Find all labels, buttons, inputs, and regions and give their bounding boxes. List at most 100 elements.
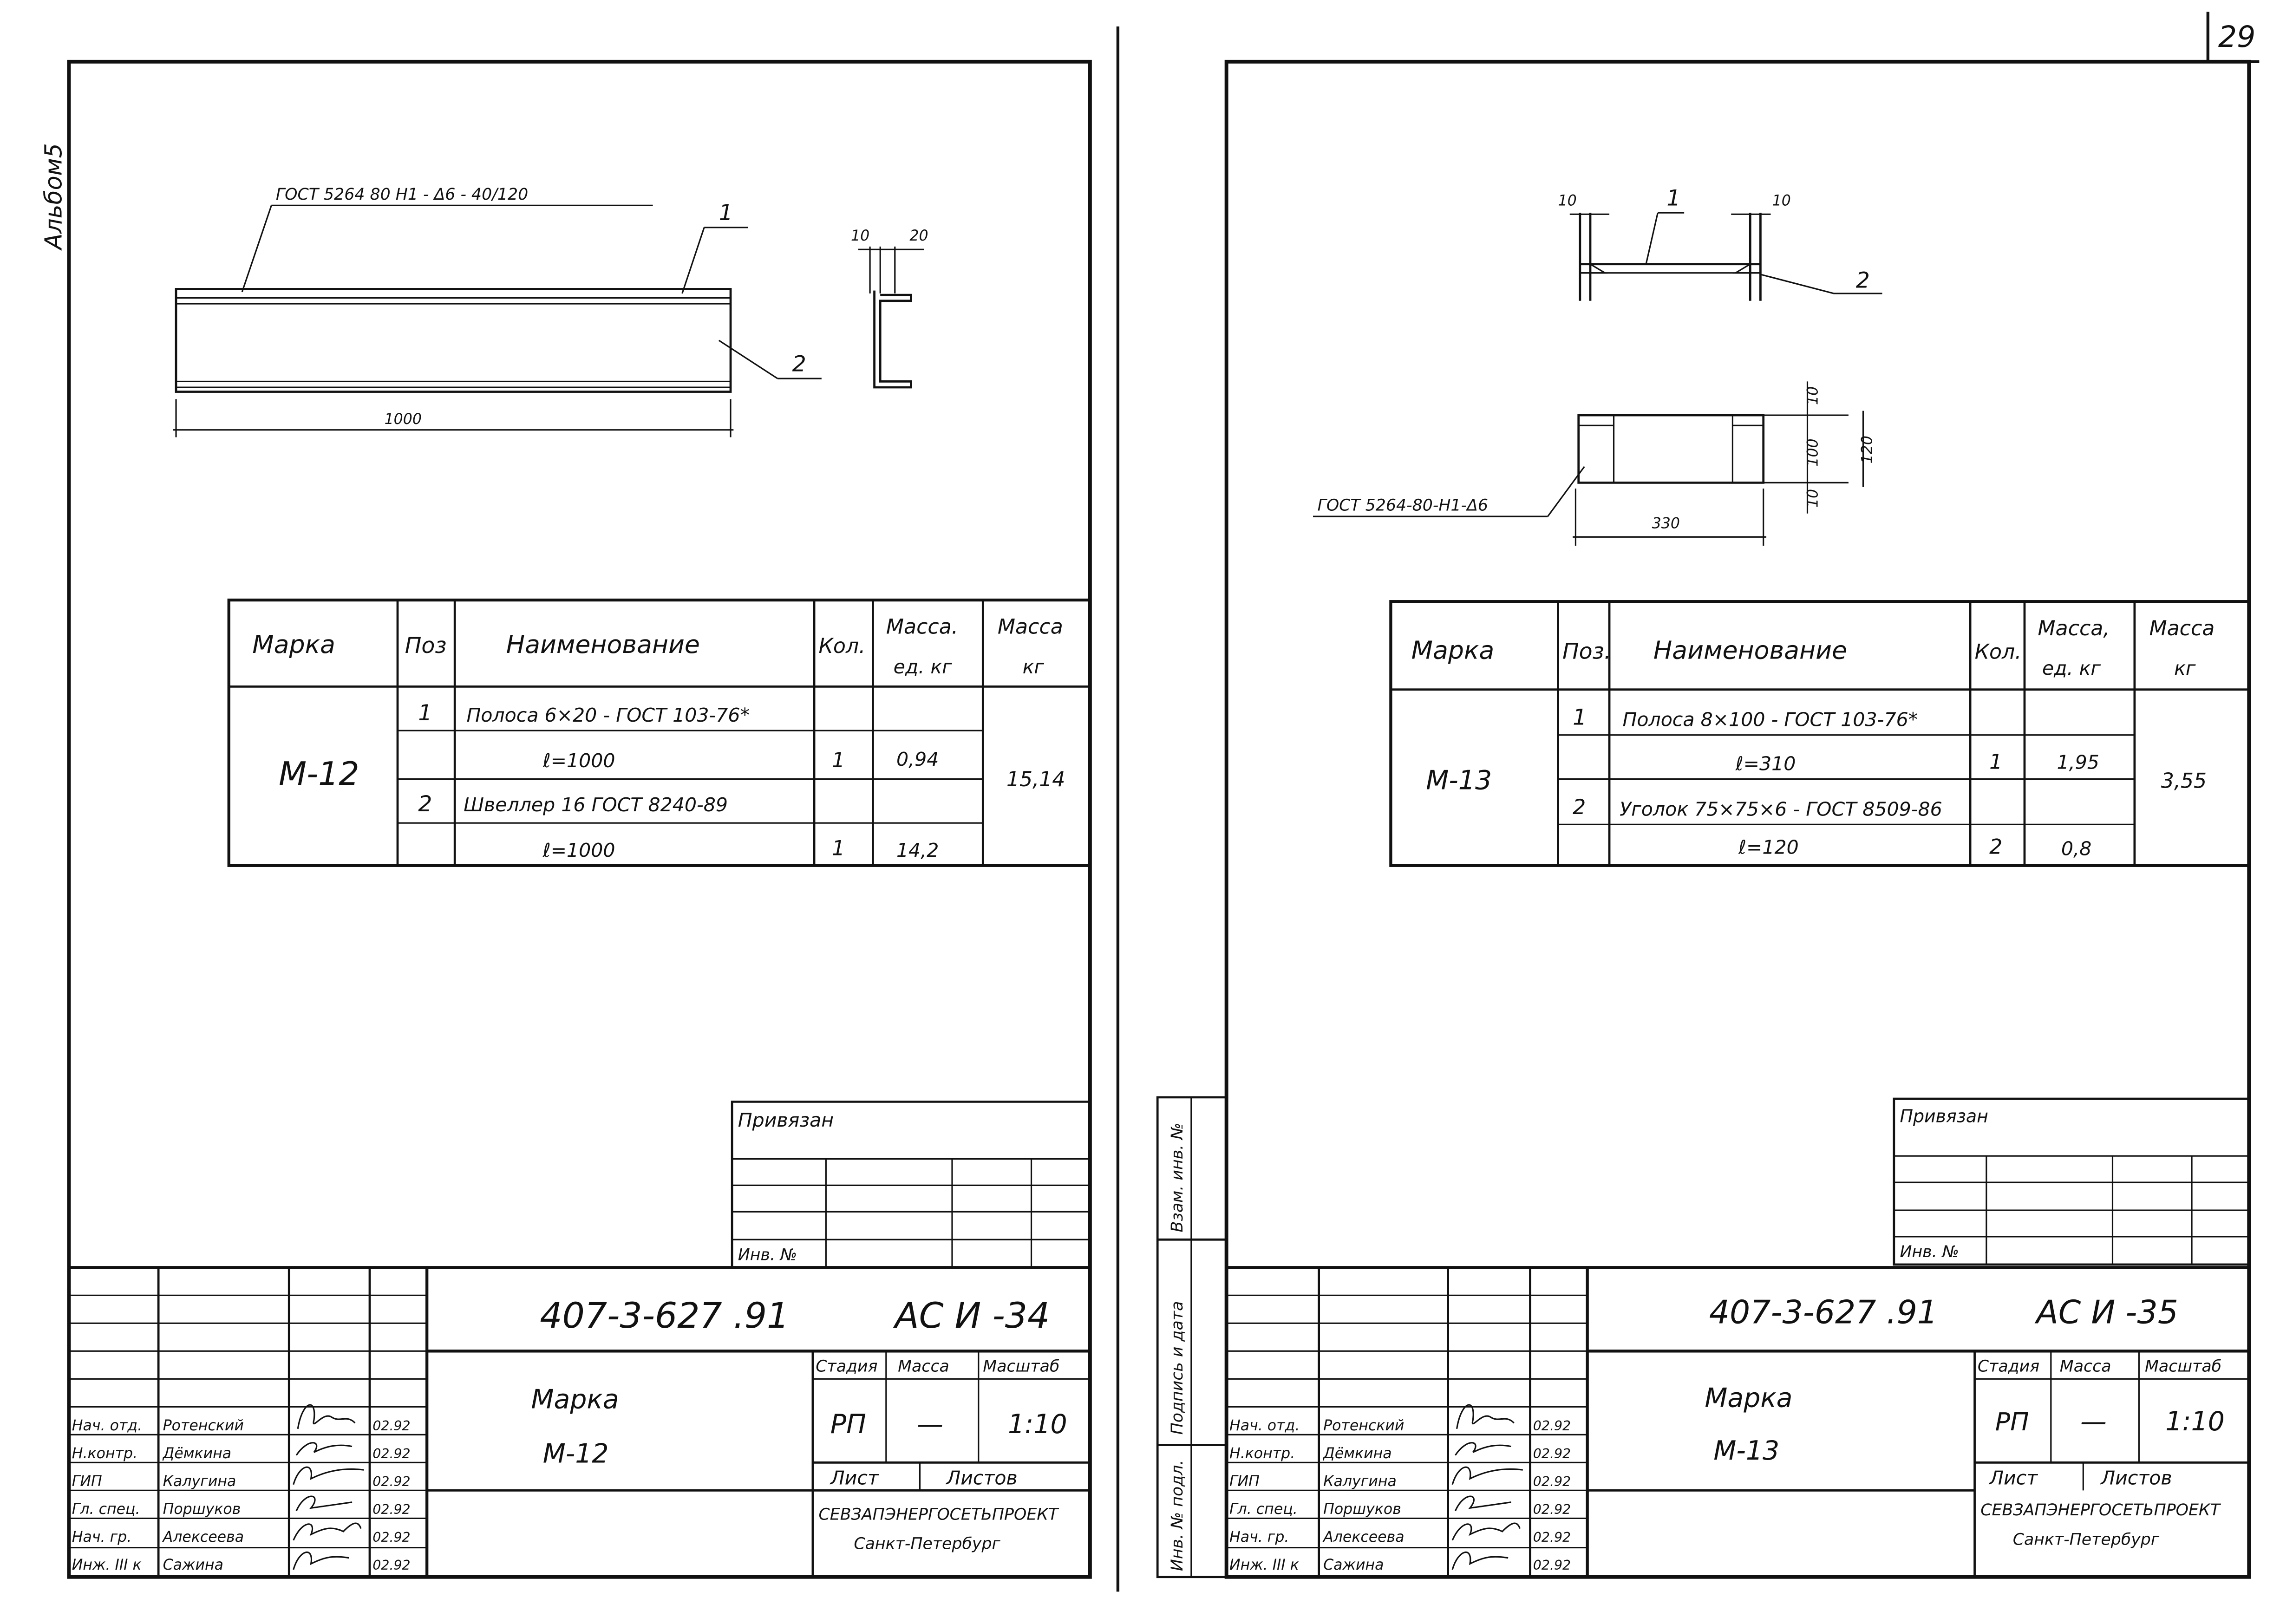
side-dim-3: 10 — [1805, 489, 1822, 508]
privyazan-label: Привязан — [738, 1109, 834, 1131]
side-dim-total: 120 — [1859, 436, 1875, 463]
section-dim-b: 20 — [909, 228, 928, 244]
row-1-name: Полоса 6×20 - ГОСТ 103-76* — [466, 704, 750, 726]
signature-3 — [1451, 1466, 1523, 1485]
row-3-pos: 2 — [1573, 796, 1586, 819]
header-mass-2: кг — [1023, 656, 1045, 678]
signer-1-role: Нач. отд. — [72, 1417, 142, 1434]
scale-value: 1:10 — [2165, 1406, 2225, 1437]
total-mass: 3,55 — [2161, 769, 2207, 793]
signature-5 — [1451, 1522, 1521, 1541]
row-3-pos: 2 — [418, 791, 432, 817]
left-drawing: ГОСТ 5264 80 Н1 - Δ6 - 40/120 1 2 1000 1… — [173, 185, 928, 437]
row-2-unit-mass: 0,94 — [896, 748, 939, 770]
side-dim-1: 10 — [1805, 386, 1822, 405]
sheet-label: Лист — [830, 1467, 879, 1489]
signer-1-role: Нач. отд. — [1229, 1417, 1300, 1434]
album-label: Альбом5 — [40, 143, 67, 251]
signer-6-date: 02.92 — [372, 1558, 410, 1573]
right-spec-table: Марка Поз. Наименование Кол. Масса, ед. … — [1389, 600, 2251, 867]
header-name: Наименование — [1653, 635, 1847, 665]
callout-1: 1 — [719, 200, 733, 226]
signature-6 — [1451, 1551, 1509, 1570]
signer-2-role: Н.контр. — [72, 1445, 137, 1462]
signer-2-date: 02.92 — [372, 1446, 410, 1461]
row-2-name: ℓ=1000 — [542, 750, 615, 772]
header-mark: Марка — [1411, 635, 1495, 665]
doc-code: 407-3-627 .91 — [540, 1295, 789, 1336]
side-stamp: Взам. инв. № Подпись и дата Инв. № подл. — [1156, 1096, 1228, 1578]
callout-2: 2 — [1856, 267, 1870, 293]
signature-2 — [1455, 1442, 1511, 1456]
mark-value: М-12 — [279, 755, 359, 793]
sheets-label: Листов — [945, 1467, 1017, 1489]
sheets-label: Листов — [2100, 1467, 2172, 1489]
signer-5-role: Нач. гр. — [72, 1529, 132, 1546]
row-2-name: ℓ=310 — [1735, 752, 1796, 775]
org-city: Санкт-Петербург — [854, 1535, 1000, 1553]
privyazan-label: Привязан — [1900, 1106, 1988, 1127]
side-dim-2: 100 — [1805, 438, 1822, 466]
signer-4-name: Поршуков — [1323, 1501, 1401, 1518]
top-dim-right: 10 — [1772, 192, 1791, 209]
left-spec-table: Марка Поз Наименование Кол. Масса. ед. к… — [227, 598, 1092, 867]
signer-1-date: 02.92 — [1533, 1418, 1571, 1434]
scale-label: Масштаб — [2145, 1357, 2221, 1376]
header-qty: Кол. — [819, 634, 866, 658]
signer-2-name: Дёмкина — [162, 1445, 232, 1462]
header-pos: Поз — [405, 633, 447, 659]
header-qty: Кол. — [1975, 640, 2022, 664]
left-sheet: ГОСТ 5264 80 Н1 - Δ6 - 40/120 1 2 1000 1… — [67, 59, 1092, 1579]
right-title-block: 407-3-627 .91 АС И -35 Марка М-13 Стадия… — [1226, 1266, 2249, 1577]
inv-no-label: Инв. № — [738, 1246, 797, 1264]
signer-5-name: Алексеева — [162, 1529, 244, 1546]
signature-1 — [1456, 1404, 1515, 1429]
header-unit-mass-2: ед. кг — [894, 656, 953, 678]
top-dim-left: 10 — [1558, 192, 1577, 209]
left-title-block: 407-3-627 .91 АС И -34 Марка М-12 Стадия… — [69, 1266, 1090, 1577]
section-dim-a: 10 — [851, 228, 869, 244]
signer-2-role: Н.контр. — [1229, 1445, 1295, 1462]
signer-4-role: Гл. спец. — [72, 1501, 140, 1518]
signature-3 — [293, 1466, 364, 1485]
signer-5-date: 02.92 — [1533, 1530, 1571, 1545]
side-stamp-original-inv: Инв. № подл. — [1168, 1460, 1187, 1571]
header-unit-mass-1: Масса, — [2038, 617, 2110, 640]
signature-5 — [293, 1522, 362, 1541]
right-sheet: 10 10 1 2 10 100 10 120 330 — [1156, 59, 2251, 1579]
signer-4-role: Гл. спец. — [1229, 1501, 1298, 1518]
signer-1-name: Ротенский — [1323, 1417, 1404, 1434]
signer-5-role: Нач. гр. — [1229, 1529, 1289, 1546]
stamp-title-1: Марка — [531, 1384, 619, 1415]
signer-2-name: Дёмкина — [1322, 1445, 1392, 1462]
left-binding-block: Привязан Инв. № — [731, 1100, 1091, 1269]
row-2-qty: 1 — [1989, 750, 2002, 774]
signer-3-name: Калугина — [163, 1473, 236, 1490]
header-unit-mass-2: ед. кг — [2042, 657, 2101, 679]
inv-no-label: Инв. № — [1900, 1243, 1959, 1261]
row-2-qty: 1 — [832, 749, 845, 772]
sheet-code: АС И -34 — [893, 1295, 1050, 1336]
signature-4 — [1454, 1495, 1511, 1512]
signer-6-role: Инж. III к — [72, 1557, 142, 1573]
mass-value: — — [2080, 1406, 2107, 1437]
right-drawing: 10 10 1 2 10 100 10 120 330 — [1313, 185, 1882, 546]
header-mass-2: кг — [2174, 657, 2196, 679]
mass-label: Масса — [898, 1357, 949, 1376]
row-4-unit-mass: 14,2 — [896, 839, 939, 861]
side-stamp-signature-date: Подпись и дата — [1168, 1301, 1187, 1435]
mark-value: М-13 — [1426, 765, 1492, 796]
row-4-name: ℓ=1000 — [542, 839, 615, 861]
signer-1-date: 02.92 — [372, 1418, 410, 1434]
signer-5-date: 02.92 — [372, 1530, 410, 1545]
mass-value: — — [917, 1409, 943, 1440]
right-binding-block: Привязан Инв. № — [1893, 1097, 2250, 1266]
stage-value: РП — [830, 1409, 866, 1440]
mass-label: Масса — [2060, 1357, 2111, 1376]
row-3-name: Уголок 75×75×6 - ГОСТ 8509-86 — [1620, 798, 1942, 820]
doc-code: 407-3-627 .91 — [1709, 1293, 1938, 1331]
row-4-qty: 1 — [832, 837, 845, 861]
row-1-name: Полоса 8×100 - ГОСТ 103-76* — [1622, 709, 1918, 731]
weld-spec-label: ГОСТ 5264-80-Н1-Δ6 — [1317, 496, 1488, 515]
signer-6-name: Сажина — [163, 1557, 223, 1573]
